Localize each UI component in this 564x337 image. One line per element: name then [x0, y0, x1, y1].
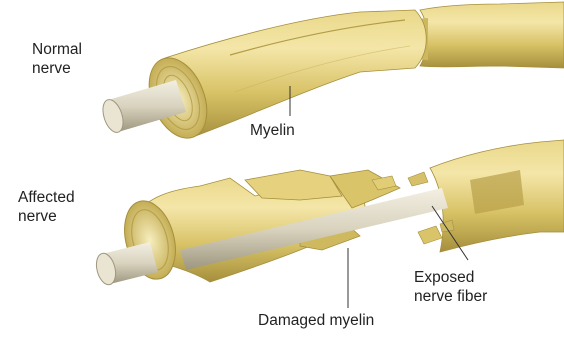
torn-flap-1: [245, 170, 342, 200]
label-damaged-myelin: Damaged myelin: [258, 311, 374, 330]
label-exposed-line2: nerve fiber: [414, 287, 487, 306]
label-normal-line1: Normal: [32, 40, 82, 59]
myelin-segment-right: [420, 2, 564, 68]
label-normal-line2: nerve: [32, 59, 71, 78]
myelin-fragment: [418, 226, 442, 244]
myelin-fragment: [408, 172, 428, 186]
label-affected-line2: nerve: [18, 207, 57, 226]
label-myelin: Myelin: [250, 121, 295, 140]
label-affected-line1: Affected: [18, 188, 75, 207]
normal-nerve: [99, 2, 564, 147]
label-exposed-line1: Exposed: [414, 268, 474, 287]
affected-nerve: [93, 140, 564, 287]
